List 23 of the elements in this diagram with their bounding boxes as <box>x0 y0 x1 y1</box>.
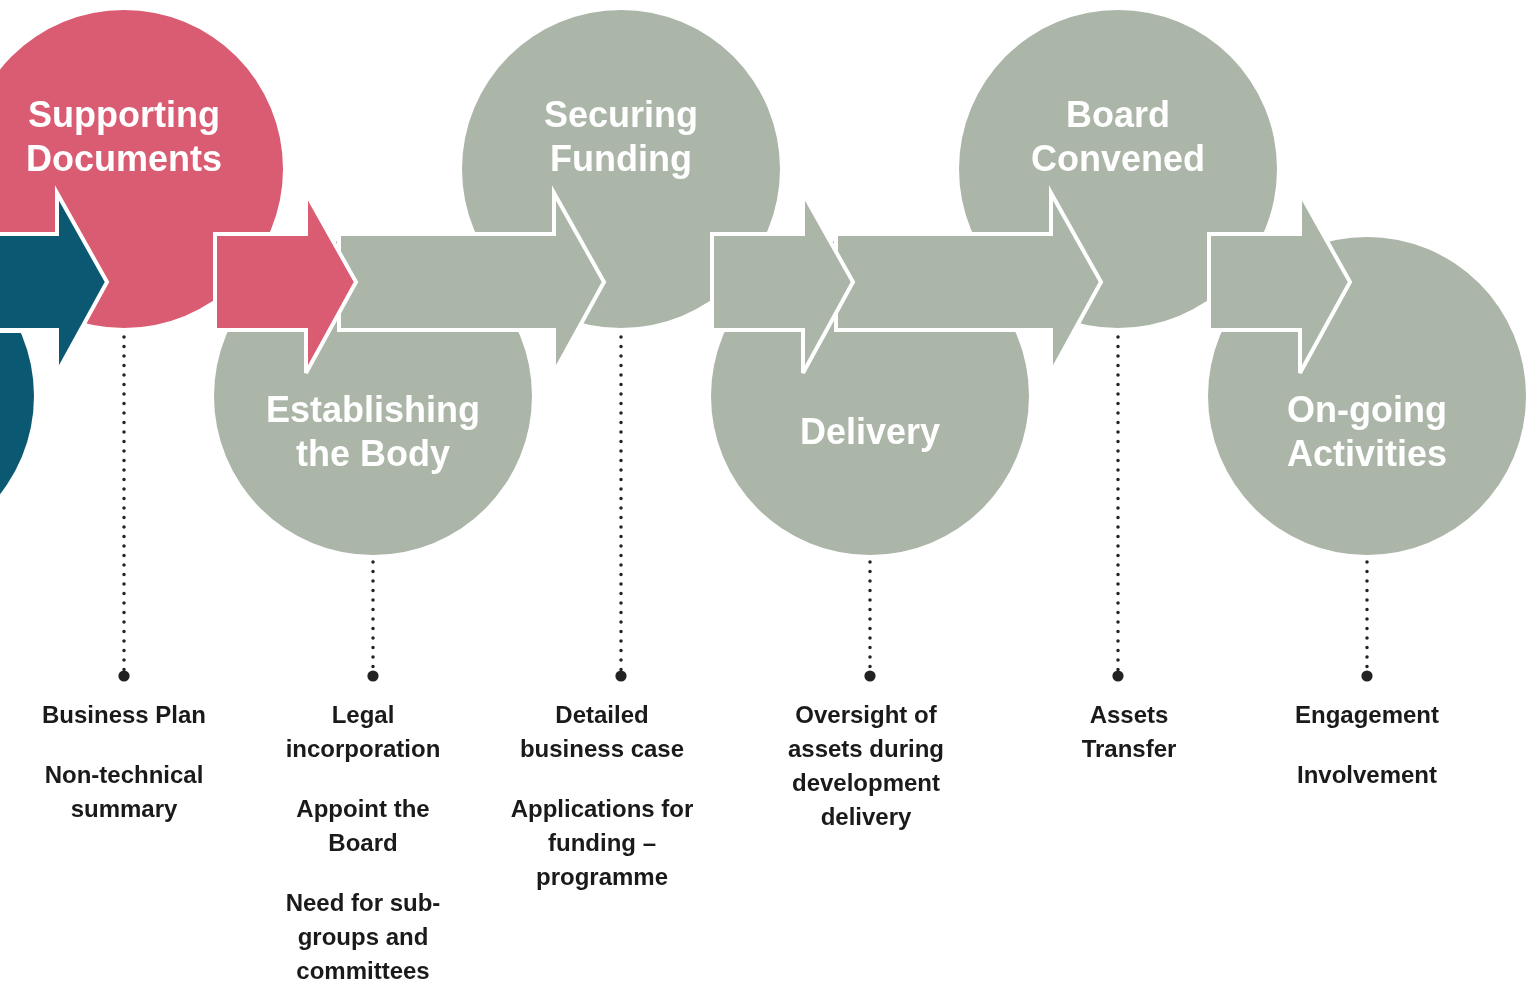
leader-line <box>118 335 130 682</box>
list-item: Applications for funding – programme <box>510 794 694 892</box>
list-item: Non-technical summary <box>43 760 205 824</box>
step-title: Establishing the Body <box>265 388 481 476</box>
leader-line <box>1112 335 1124 682</box>
leader-line <box>1361 560 1373 682</box>
list-item: Involvement <box>1296 760 1437 790</box>
list-item: Appoint the Board <box>295 794 431 858</box>
list-item: Assets Transfer <box>1080 700 1178 764</box>
list-item: Legal incorporation <box>284 700 442 764</box>
step-title: Delivery <box>798 410 942 454</box>
list-item: Need for sub-groups and committees <box>284 888 442 986</box>
step-title: Board Convened <box>1030 93 1206 181</box>
list-item: Detailed business case <box>518 700 686 764</box>
list-item: Oversight of assets during development delivery <box>786 700 945 832</box>
list-item: Business Plan <box>41 700 207 730</box>
step-title: Supporting Documents <box>25 93 223 181</box>
list-item: Engagement <box>1295 700 1439 730</box>
leader-line <box>864 560 876 682</box>
leader-line <box>615 335 627 682</box>
step-title: Securing Funding <box>542 93 699 181</box>
step-title: On-going Activities <box>1285 388 1449 476</box>
leader-line <box>367 560 379 682</box>
